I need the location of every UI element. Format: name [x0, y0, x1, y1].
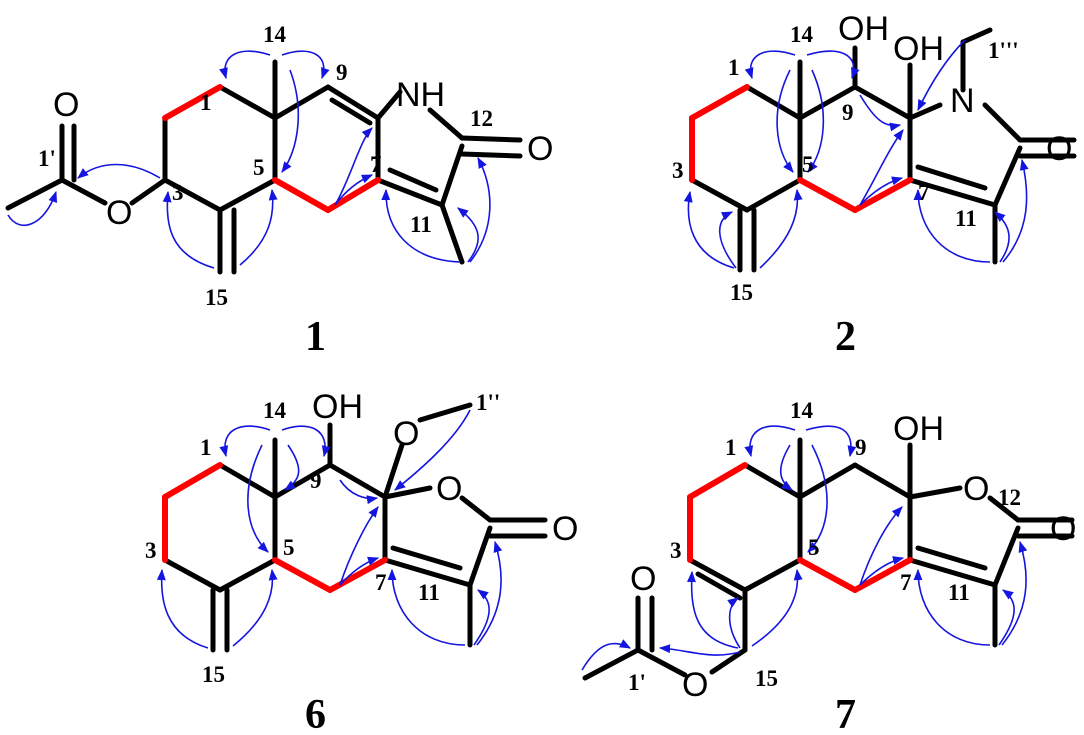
compound-1-label: 1: [305, 314, 326, 360]
compound-2-atom-labels: OH OH N O: [838, 10, 1072, 168]
c14-number: 14: [263, 22, 287, 47]
c15-number: 15: [205, 285, 228, 310]
c11-number: 11: [410, 212, 432, 237]
c7-number: 7: [918, 180, 930, 205]
compound-7-cosy-bonds: [687, 462, 913, 593]
compound-2-numbers: 1 3 5 7 9 11 14 15 1''': [672, 22, 1019, 305]
c3-number: 3: [172, 180, 184, 205]
compound-1-hmbc-arrows: [7, 50, 491, 269]
c5-number: 5: [253, 155, 265, 180]
compound-1-cosy-bonds: [162, 84, 381, 213]
acetyl-carbonyl-o: O: [630, 560, 656, 598]
compound-2: OH OH N O 1 3 5 7 9 11 14 15 1''' 2: [672, 10, 1077, 360]
c11-number: 11: [418, 580, 440, 605]
c11-number: 11: [955, 206, 977, 231]
c1prime-number: 1': [38, 146, 56, 171]
n-methyl-n: N: [950, 82, 975, 120]
compound-6-numbers: 1 3 5 7 9 11 14 15 1'': [145, 390, 500, 687]
compound-2-cosy-bonds: [689, 84, 913, 213]
c8-hydroxyl-oh: OH: [893, 410, 944, 448]
c3-number: 3: [672, 158, 684, 183]
compound-2-label: 2: [835, 314, 856, 360]
compound-7-hmbc-arrows: [581, 425, 1028, 671]
c3-number: 3: [145, 538, 157, 563]
c1-number: 1: [725, 435, 737, 460]
c5-number: 5: [808, 535, 820, 560]
c7-number: 7: [370, 152, 382, 177]
compound-6-atom-labels: OH O O O: [312, 388, 578, 548]
c1-number: 1: [200, 90, 212, 115]
c12-number: 12: [998, 485, 1021, 510]
compound-7-numbers: 1 3 5 7 9 11 12 14 15 1': [628, 398, 1021, 695]
c9-number: 9: [855, 435, 867, 460]
lactone-carbonyl-o: O: [552, 510, 578, 548]
compound-2-bonds: [689, 27, 1077, 273]
c12-number: 12: [470, 106, 493, 131]
c9-number: 9: [310, 468, 322, 493]
c1tripleprime-number: 1''': [988, 38, 1019, 63]
compound-1: O O NH O 1 3 5 7 9 11 12 14 15 1' 1: [5, 22, 553, 360]
c1prime-number: 1': [628, 670, 646, 695]
c5-number: 5: [283, 535, 295, 560]
c7-number: 7: [900, 570, 912, 595]
c15-number: 15: [755, 666, 778, 691]
methoxy-o: O: [393, 415, 419, 453]
compound-7-atom-labels: OH O O O O: [630, 410, 1076, 704]
lactone-carbonyl-o: O: [1050, 510, 1076, 548]
c5-number: 5: [802, 152, 814, 177]
compound-1-bonds: [5, 59, 523, 275]
c11-number: 11: [948, 580, 970, 605]
compound-2-hmbc-arrows: [683, 39, 1029, 269]
compound-1-atom-labels: O O NH O: [53, 76, 553, 232]
compound-7: OH O O O O 1 3 5 7 9 11 12 14 15 1' 7: [581, 398, 1076, 735]
lactone-ring-o: O: [963, 470, 989, 508]
compound-7-bonds: [582, 437, 1075, 681]
compound-6-bonds: [162, 402, 548, 653]
nh-label: NH: [396, 76, 445, 114]
c14-number: 14: [790, 398, 814, 423]
ester-o: O: [106, 194, 132, 232]
c14-number: 14: [263, 398, 287, 423]
c8-hydroxyl-oh: OH: [893, 30, 944, 68]
acetyl-carbonyl-o: O: [53, 86, 79, 124]
c1-number: 1: [200, 435, 212, 460]
c7-number: 7: [375, 570, 387, 595]
lactone-ring-o: O: [436, 470, 462, 508]
compound-1-numbers: 1 3 5 7 9 11 12 14 15 1': [38, 22, 493, 310]
c14-number: 14: [790, 22, 814, 47]
compound-6-label: 6: [305, 692, 326, 735]
ester-o: O: [682, 666, 708, 704]
lactam-carbonyl-o: O: [527, 130, 553, 168]
c9-number: 9: [336, 60, 348, 85]
c1-number: 1: [728, 55, 740, 80]
c9-number: 9: [842, 100, 854, 125]
c1doubleprime-number: 1'': [476, 390, 500, 415]
c9-hydroxyl-oh: OH: [312, 388, 363, 426]
compound-7-label: 7: [835, 692, 856, 735]
c15-number: 15: [202, 662, 225, 687]
c15-number: 15: [730, 280, 753, 305]
compound-6: OH O O O 1 3 5 7 9 11 14 15 1'' 6: [145, 388, 578, 735]
c9-hydroxyl-oh: OH: [838, 10, 889, 48]
c3-number: 3: [670, 538, 682, 563]
compound-6-hmbc-arrows: [156, 409, 503, 649]
lactam-carbonyl-o: O: [1046, 130, 1072, 168]
